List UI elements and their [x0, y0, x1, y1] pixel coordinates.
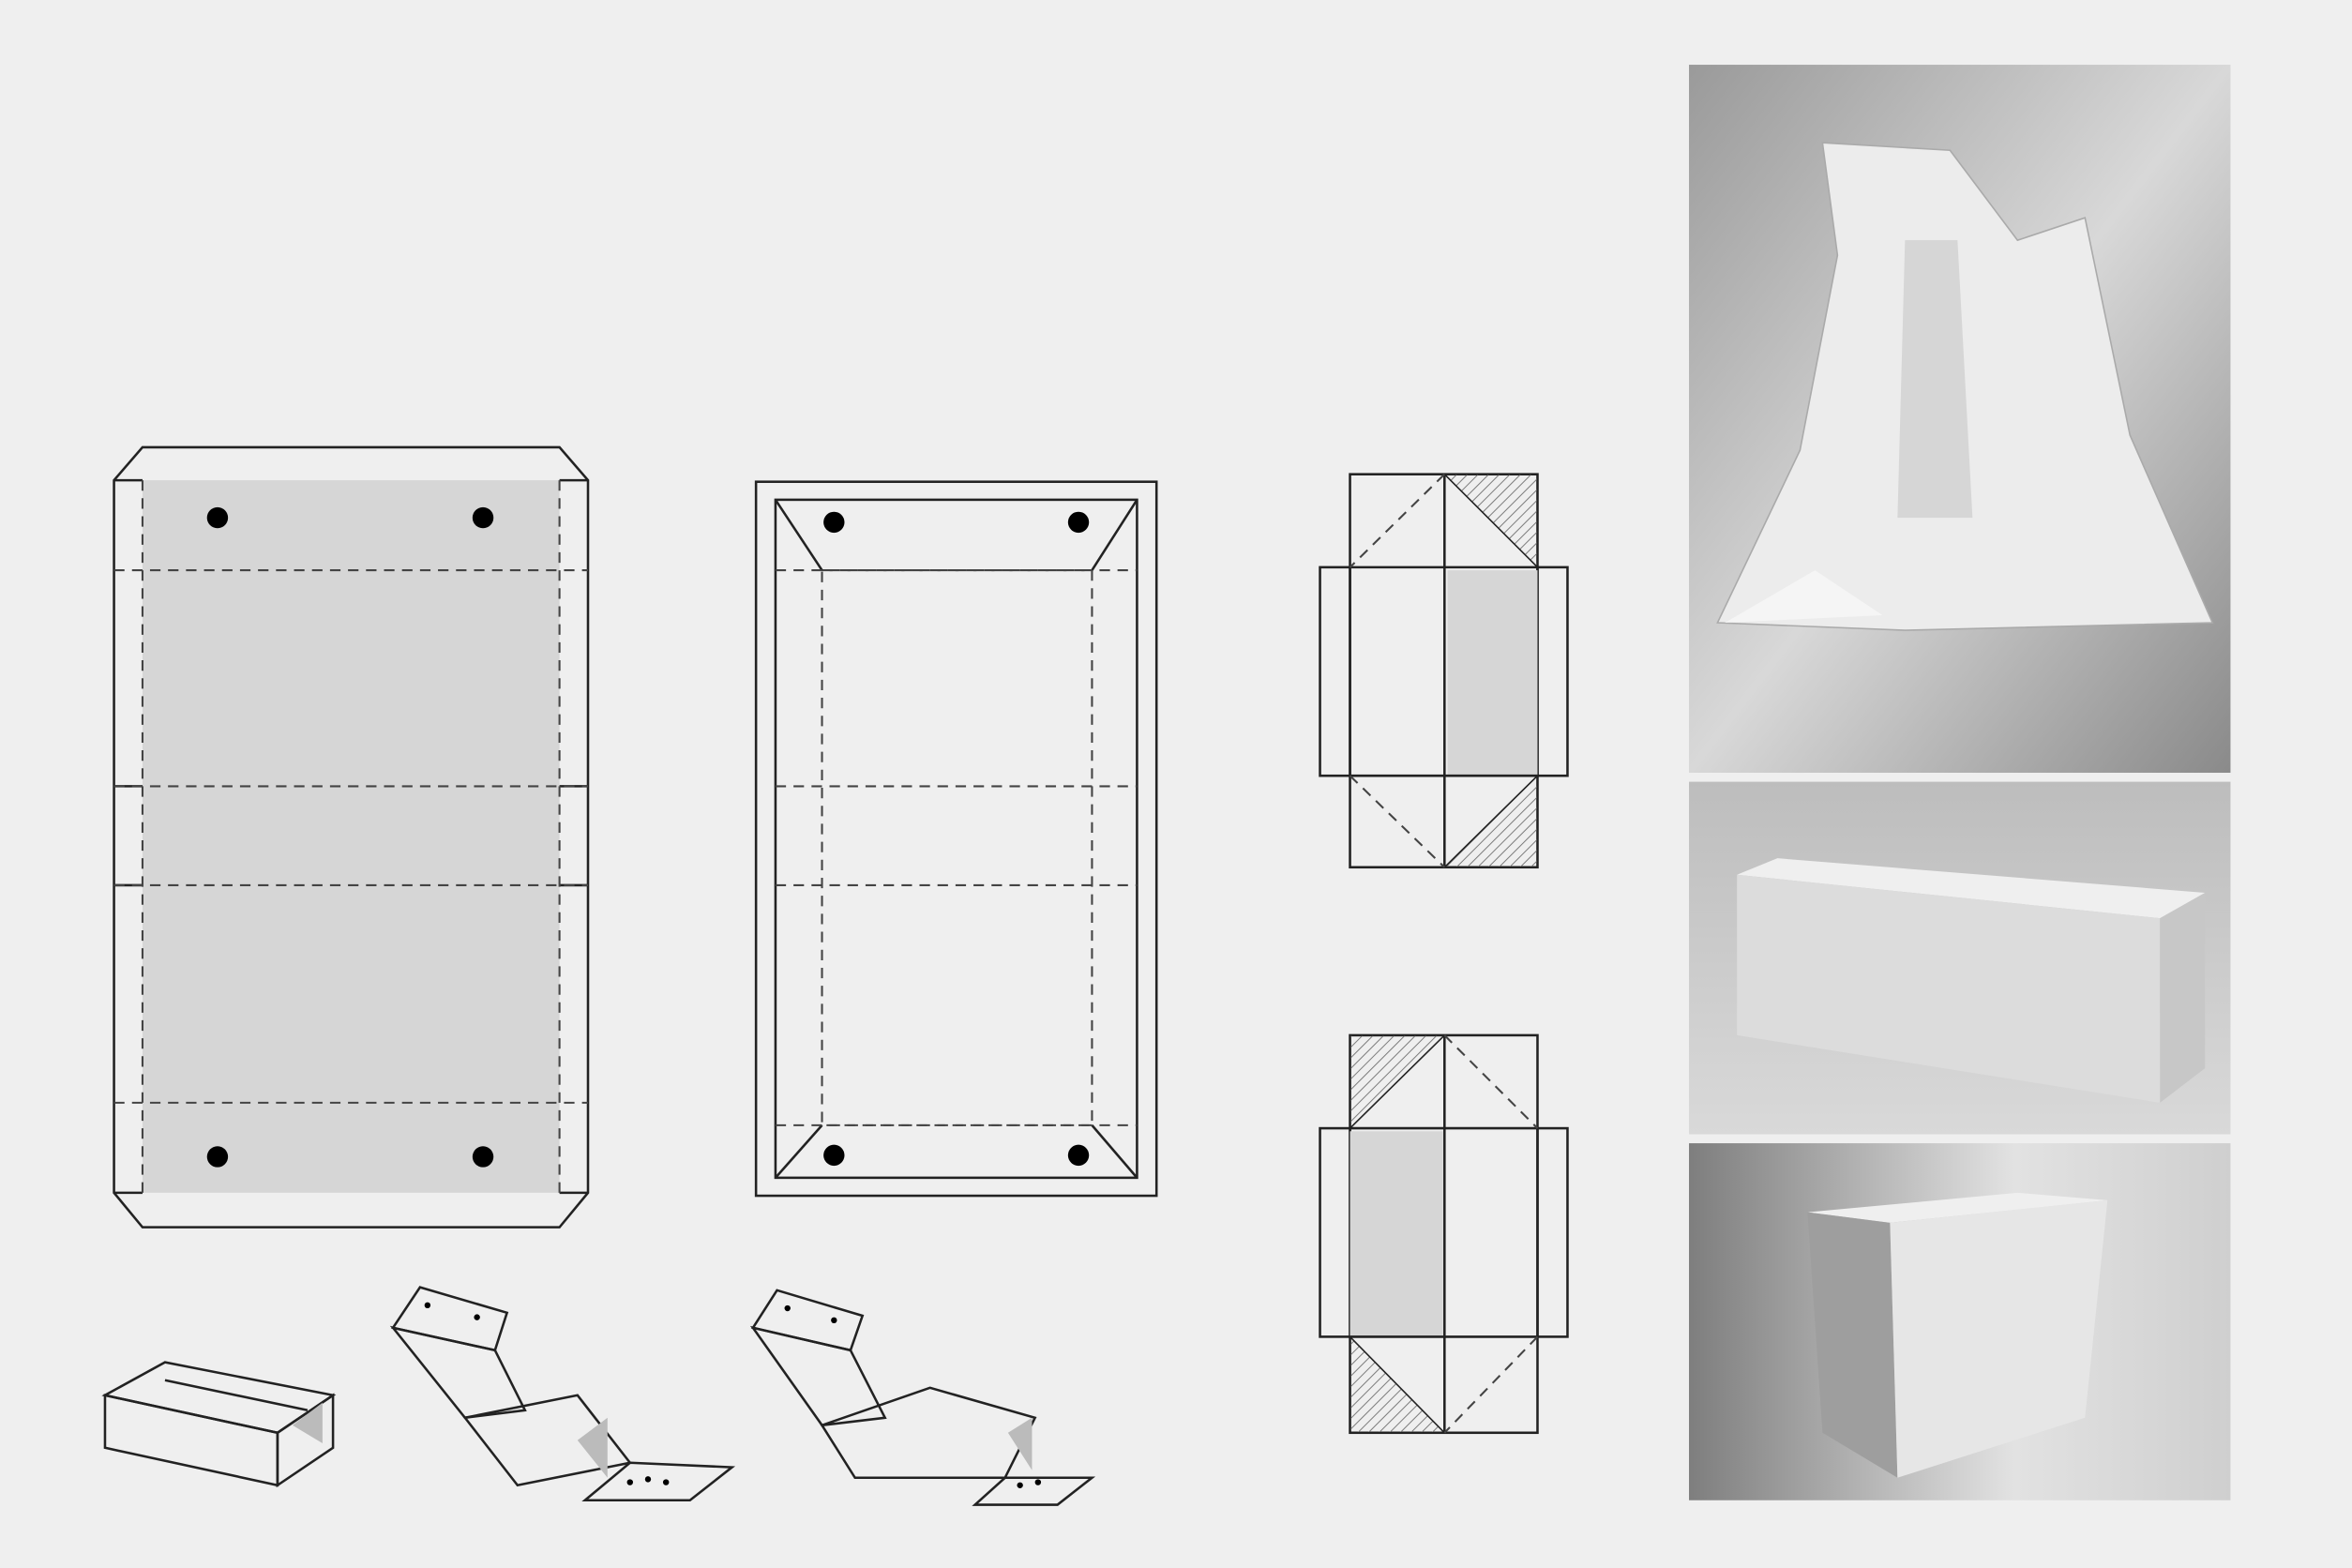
- magnet-dot: [1034, 1479, 1042, 1485]
- base-panel: [820, 1386, 1037, 1480]
- outline: [754, 480, 1158, 1198]
- hatched-flap: [1536, 565, 1569, 777]
- fold-rect: [821, 569, 1093, 1126]
- magnet-dot: [662, 1479, 670, 1485]
- front-flap: [581, 1461, 736, 1502]
- lid-panel: [749, 1325, 887, 1427]
- sketch-half-closed: [749, 1289, 1096, 1506]
- magnet-dot: [424, 1302, 431, 1309]
- magnet-dot: [472, 506, 494, 529]
- corner-line: [774, 499, 823, 571]
- gusset: [1007, 1417, 1033, 1470]
- magnet-dot: [626, 1479, 633, 1485]
- magnet-dot: [472, 1146, 494, 1168]
- box-front: [1890, 1199, 2108, 1478]
- box-side: [2160, 892, 2206, 1103]
- sketch-open-lid: [389, 1286, 736, 1502]
- corner-line: [774, 1124, 823, 1179]
- tray-front: [103, 1394, 279, 1487]
- dashed-diagonal: [1443, 1335, 1539, 1434]
- front-flap: [972, 1476, 1096, 1506]
- magnet-dot: [644, 1476, 652, 1483]
- dieline-bordered: [754, 480, 1158, 1198]
- gusset: [577, 1417, 608, 1478]
- paper-fold: [1897, 240, 1973, 519]
- paper-fold: [1725, 570, 1883, 624]
- side-template-top: [1319, 473, 1569, 869]
- hatched-flap: [1319, 1126, 1351, 1338]
- tray-gusset: [292, 1402, 323, 1443]
- inner-outline: [774, 498, 1138, 1180]
- lid-panel: [389, 1325, 527, 1420]
- sketch-tray: [101, 1361, 337, 1488]
- magnet-dot: [1067, 1144, 1090, 1167]
- panel-fill: [1447, 570, 1538, 776]
- photo-closed-box: [1689, 781, 2231, 1135]
- hatched-triangle: [1442, 473, 1539, 569]
- corner-line: [1091, 1124, 1138, 1179]
- side-template-bottom: [1319, 1033, 1569, 1435]
- dashed-diagonal: [1349, 775, 1446, 868]
- magnet-dot: [823, 1144, 845, 1167]
- hatched-triangle: [1442, 774, 1539, 868]
- magnet-dot: [784, 1304, 791, 1312]
- hatched-flap: [1536, 1126, 1569, 1338]
- magnet-dot: [1017, 1482, 1023, 1488]
- box-front: [1737, 874, 2161, 1103]
- magnet-dot: [206, 1146, 229, 1168]
- box-top: [1737, 858, 2206, 919]
- magnet-dot: [823, 511, 845, 534]
- magnet-dot: [831, 1317, 837, 1324]
- box-side: [1807, 1212, 1898, 1478]
- tray-side: [276, 1393, 335, 1488]
- box-top: [1807, 1192, 2108, 1223]
- magnet-dot: [1067, 511, 1090, 534]
- photo-unfolded-box: [1689, 65, 2231, 774]
- panel-fill: [142, 480, 560, 1193]
- hatched-triangle: [1349, 1034, 1447, 1130]
- magnet-dot: [206, 506, 229, 529]
- outline: [113, 445, 590, 1229]
- photo-box-side-view: [1689, 1143, 2231, 1500]
- hatched-triangle: [1349, 1334, 1447, 1434]
- magnet-dot: [474, 1314, 480, 1320]
- hatched-flap: [1319, 565, 1351, 777]
- dieline-with-flaps: [113, 445, 590, 1229]
- corner-line: [1091, 499, 1138, 571]
- assembly-sketches: [101, 1286, 1096, 1506]
- dashed-diagonal: [1349, 473, 1446, 568]
- dashed-diagonal: [1443, 1034, 1539, 1129]
- photo-column: [1689, 65, 2231, 1500]
- tray-inner: [164, 1379, 309, 1412]
- panel-fill: [1349, 1131, 1443, 1337]
